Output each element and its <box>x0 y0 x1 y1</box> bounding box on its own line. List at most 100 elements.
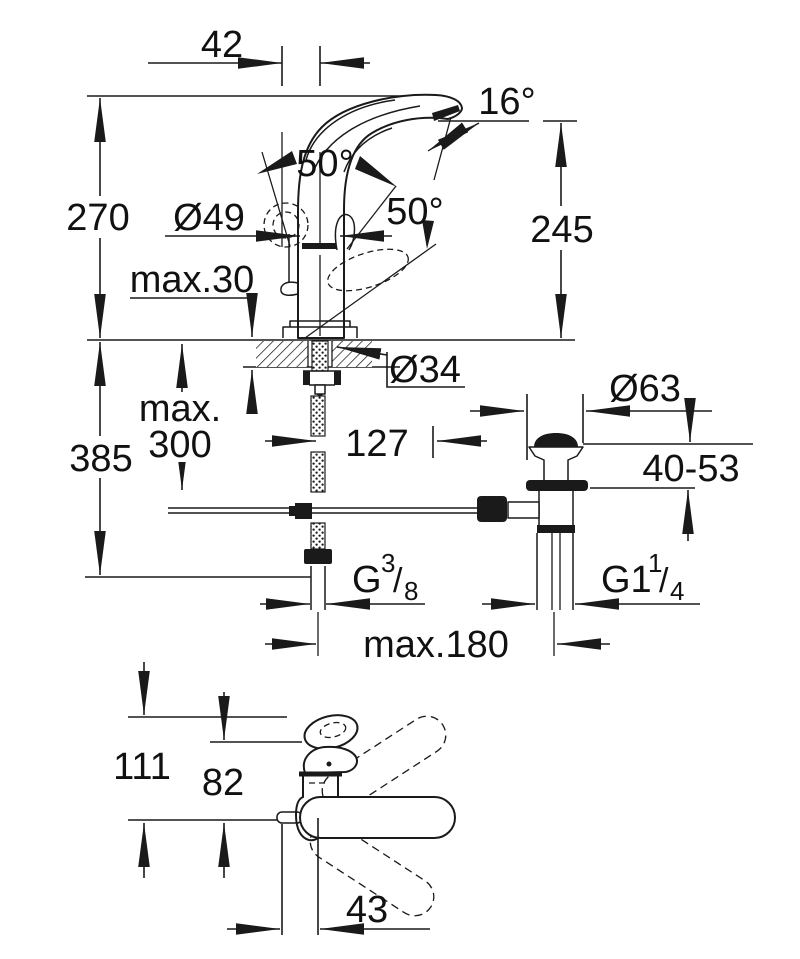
g38-slash: / <box>393 562 403 600</box>
dimension-outlet-height: 245 <box>526 123 598 338</box>
spout-stub <box>276 811 303 824</box>
extension-lines <box>583 443 753 489</box>
dimension-label-42: 42 <box>201 24 243 66</box>
dimension-label-50a: 50° <box>296 143 353 185</box>
rod-clamp <box>295 503 312 519</box>
label-background <box>64 198 132 236</box>
dimension-label-max: max. <box>139 388 221 430</box>
dimension-max-reach: max.180 <box>265 624 610 666</box>
main-view: 42 16° 270 Ø49 50° <box>56 24 753 666</box>
faucet-side-view <box>276 714 456 917</box>
washer-right <box>334 371 341 385</box>
dimension-handle-offset: 43 <box>227 818 430 935</box>
flex-hose-segment-3 <box>310 522 326 550</box>
rod-linkage-nub <box>507 501 540 519</box>
dimension-waste-flange: Ø63 <box>470 368 712 460</box>
rod-clamp-screw <box>289 506 295 516</box>
angle-arc-right <box>437 122 480 150</box>
dimension-spout-offset: 42 <box>148 24 370 86</box>
waste-flange-body <box>528 446 584 482</box>
waste-tailpipe-walls <box>536 533 574 610</box>
label-background-1 <box>134 392 226 425</box>
waste-tailpipe-inner <box>551 533 561 610</box>
label-background <box>526 211 598 248</box>
faucet-body-outline <box>297 93 463 339</box>
drain-assembly <box>477 433 588 656</box>
handle-lever-horizontal <box>299 796 456 839</box>
dimension-label-g38: G3/8 <box>352 548 418 606</box>
washer-left <box>303 371 310 385</box>
angle-arrow-right <box>355 156 397 187</box>
dimension-label-245: 245 <box>530 209 593 251</box>
g114-base: G1 <box>601 559 652 601</box>
angle-arrow-down <box>422 220 434 249</box>
callout-leader-arrow <box>336 346 388 360</box>
extension-ticks <box>281 818 319 935</box>
g38-sub: 8 <box>404 576 418 606</box>
dimension-body-diameter: Ø49 <box>165 197 392 242</box>
pop-up-pull-rod <box>168 507 478 514</box>
mounting-hole-edges <box>307 341 333 367</box>
dimension-label-o34: Ø34 <box>389 349 461 391</box>
angle-arrow-left <box>257 151 297 174</box>
under-deck-assembly <box>168 340 478 656</box>
dimension-label-g114: G11/4 <box>601 548 684 606</box>
centerlines <box>281 132 321 336</box>
dimension-label-127: 127 <box>345 423 408 465</box>
dimension-height-handle: 82 <box>202 692 244 878</box>
dimension-label-max30: max.30 <box>130 259 255 301</box>
cartridge-band <box>302 243 336 249</box>
dimension-handle-open-angle: 50° <box>257 143 397 250</box>
dimension-supply-thread: G3/8 <box>260 548 425 610</box>
dimension-height-overall: 111 <box>113 662 171 878</box>
dimension-label-82: 82 <box>202 762 244 804</box>
dimension-label-max180: max.180 <box>363 624 509 666</box>
flex-hose-segment-2 <box>310 451 326 493</box>
g114-slash: / <box>659 562 669 600</box>
dome-dot <box>326 761 332 767</box>
supply-connection-nut <box>304 549 332 564</box>
threaded-shank <box>311 340 329 372</box>
label-background-2 <box>140 427 220 462</box>
dimension-handle-swivel-angle: 50° <box>304 191 444 339</box>
mounting-stud <box>314 384 326 395</box>
dimension-label-270: 270 <box>66 197 129 239</box>
dimension-label-111: 111 <box>113 746 171 788</box>
aerator-outlet <box>432 105 460 121</box>
dimension-basin-thickness: 40-53 <box>583 398 753 541</box>
dimension-drain-offset: 127 <box>265 423 487 465</box>
dimension-label-o49: Ø49 <box>173 197 245 239</box>
rod-linkage-knob <box>477 496 507 522</box>
dimension-label-o63: Ø63 <box>609 368 681 410</box>
dimension-label-43: 43 <box>346 889 388 931</box>
reference-lines <box>128 716 302 821</box>
handle-dome <box>302 745 358 774</box>
dimension-hole-diameter: Ø34 <box>336 346 465 391</box>
deck-hatch-right <box>332 341 372 367</box>
supply-pipe <box>310 566 326 610</box>
dimension-label-300: 300 <box>148 424 211 466</box>
handle-knob-lowered-dashed <box>327 248 409 292</box>
extension-ticks <box>526 394 584 460</box>
dimension-height-above-deck: 270 <box>64 98 132 338</box>
label-background <box>56 438 148 476</box>
g114-sub: 4 <box>670 576 684 606</box>
body-walls <box>302 775 339 798</box>
callout-frame <box>386 352 465 388</box>
faucet-front-view <box>263 93 463 339</box>
waste-seal-ring <box>526 480 588 491</box>
lever-loop-inner <box>319 721 347 739</box>
g38-base: G <box>352 559 382 601</box>
angle-slant-line <box>433 116 452 181</box>
dimension-spout-angle: 16° <box>427 81 577 181</box>
extension-ticks <box>281 46 321 86</box>
body-bulge <box>295 796 323 842</box>
angle-arc-left <box>427 122 469 152</box>
waste-lower-ring <box>537 525 575 533</box>
spout-lever-inner-curves <box>305 99 421 176</box>
dimension-deck-thickness: max.30 <box>130 259 258 414</box>
dimension-label-50b: 50° <box>386 191 443 233</box>
waste-body-walls <box>538 491 574 527</box>
